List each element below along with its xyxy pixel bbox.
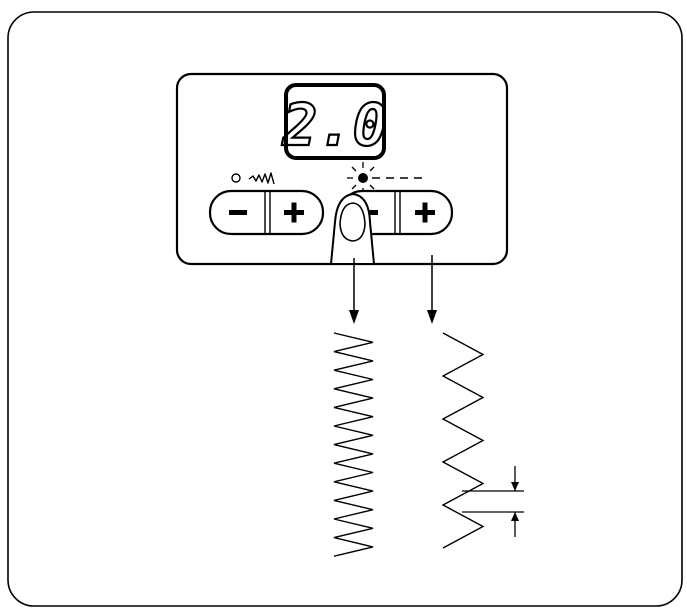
minus-icon xyxy=(229,210,247,215)
dense-zigzag-stitch xyxy=(334,333,373,556)
arrow-down-icon xyxy=(427,310,437,324)
arrow-up-icon xyxy=(511,512,519,521)
width-plus-button[interactable] xyxy=(271,193,321,232)
sparse-zigzag-stitch xyxy=(443,333,483,548)
result-arrows xyxy=(349,255,437,324)
plus-icon xyxy=(292,203,297,223)
display-value: 2.0 xyxy=(282,91,388,159)
arrow-down-icon xyxy=(349,310,359,324)
plus-icon xyxy=(423,203,428,223)
width-zero-icon xyxy=(232,174,240,182)
length-plus-button[interactable] xyxy=(401,193,450,232)
led-display: 2.0 xyxy=(282,85,388,159)
width-adjust-button-group[interactable] xyxy=(210,191,323,234)
arrow-down-icon xyxy=(511,482,519,491)
width-minus-button[interactable] xyxy=(212,193,264,232)
